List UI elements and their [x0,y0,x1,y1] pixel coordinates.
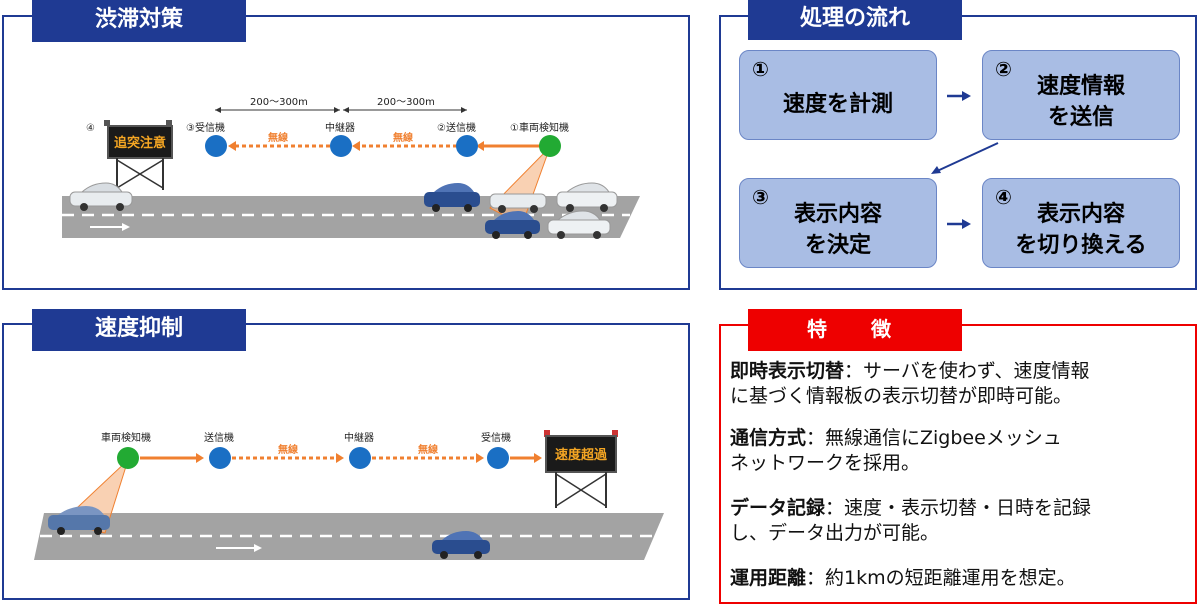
car-blue-4 [432,531,490,559]
vehicle-detector-label: ①車両検知機 [510,121,569,134]
step-3-text-line1: 表示内容 [793,202,882,227]
signal-arrow-2-4 [534,453,542,463]
relay-label-2: 中継器 [344,431,374,444]
feature-1-line1: ：サーバを使わず、速度情報 [844,360,1090,382]
step-3-number: ③ [752,185,769,209]
speed-title: 速度抑制 [32,309,246,351]
signal-arrow-2-1 [196,453,204,463]
wireless-label-1: 無線 [393,131,413,144]
feature-4-key: 運用距離 [730,567,807,589]
message-sign-text-2: 速度超過 [555,447,608,463]
message-sign-board-2 [545,435,617,473]
flow-step-3: ③ 表示内容 を決定 [739,178,937,268]
car-blue-3 [48,506,110,535]
step-1-text: 速度を計測 [782,92,893,117]
message-sign-board [107,125,173,159]
feature-1: 即時表示切替：サーバを使わず、速度情報 に基づく情報板の表示切替が即時可能。 [730,359,1090,409]
relay-node [330,135,352,157]
step-4-text-line2: を切り換える [1015,233,1147,258]
signal-arrow-2 [352,141,360,151]
feature-4-line1: ：約1kmの短距離運用を想定。 [806,567,1076,589]
step-2-text-line2: を送信 [1047,105,1114,130]
wireless-label-3: 無線 [278,443,298,456]
car-white-left [69,182,133,211]
distance-label-1: 200～300m [250,97,308,108]
receiver-label: ③受信機 [186,121,225,134]
flow-arrows [931,91,999,229]
wireless-label-2: 無線 [268,131,288,144]
congestion-diagram: 200～300m 200～300m 無線 無線 ①車両検知機 ②送信機 中継器 … [62,97,640,239]
receiver-label-2: 受信機 [481,431,511,444]
step-4-number: ④ [995,185,1012,209]
step-4-text-line1: 表示内容 [1036,202,1125,227]
feature-2-line2: ネットワークを採用。 [730,452,921,474]
feature-1-key: 即時表示切替 [730,360,845,382]
car-white-4 [547,210,611,239]
message-sign-text: 追突注意 [114,135,166,151]
vehicle-detector-node [539,135,561,157]
sign-label: ④ [86,123,95,134]
receiver-node [205,135,227,157]
distance-label-2: 200～300m [377,97,435,108]
transmitter-node-2 [209,447,231,469]
congestion-title: 渋滞対策 [32,0,246,42]
flow-step-4: ④ 表示内容 を切り換える [982,178,1180,268]
signal-arrow-2-2 [336,453,344,463]
relay-node-2 [349,447,371,469]
flow-title: 処理の流れ [748,0,962,40]
car-blue-2 [485,211,540,239]
feature-2-line1: ：無線通信にZigbeeメッシュ [806,427,1062,449]
step-1-number: ① [752,57,769,81]
flow-step-1: ① 速度を計測 [739,50,937,140]
receiver-node-2 [487,447,509,469]
feature-3-key: データ記録 [730,497,826,519]
feature-1-line2: に基づく情報板の表示切替が即時可能。 [730,385,1073,407]
features-title: 特 徴 [748,309,962,351]
flow-arrow-2-3 [934,142,999,173]
feature-2: 通信方式：無線通信にZigbeeメッシュ ネットワークを採用。 [730,426,1062,476]
vehicle-detector-label-2: 車両検知機 [101,431,151,444]
feature-4: 運用距離：約1kmの短距離運用を想定。 [730,566,1076,591]
flow-step-2: ② 速度情報 を送信 [982,50,1180,140]
signal-arrow-2-3 [476,453,484,463]
signal-arrow-3 [228,141,236,151]
direction-arrow-head [122,223,130,231]
step-2-number: ② [995,57,1012,81]
feature-3-line2: し、データ出力が可能。 [730,522,940,544]
feature-3-line1: ：速度・表示切替・日時を記録 [825,497,1092,519]
vehicle-detector-node-2 [117,447,139,469]
step-2-text-line1: 速度情報 [1036,74,1125,99]
car-blue-1 [424,183,480,212]
wireless-label-4: 無線 [418,443,438,456]
direction-arrow-2-head [254,544,262,552]
feature-2-key: 通信方式 [730,427,807,449]
signal-arrow-1 [476,141,484,151]
step-3-text-line2: を決定 [804,233,871,258]
car-white-3 [556,182,618,212]
car-white-2 [489,193,547,213]
transmitter-label: ②送信機 [437,121,476,134]
transmitter-node [456,135,478,157]
speed-diagram: 無線 無線 車両検知機 送信機 中継器 受信機 速度超過 [34,430,664,560]
transmitter-label-2: 送信機 [204,431,234,444]
relay-label: 中継器 [325,121,355,134]
feature-3: データ記録：速度・表示切替・日時を記録 し、データ出力が可能。 [730,496,1091,546]
